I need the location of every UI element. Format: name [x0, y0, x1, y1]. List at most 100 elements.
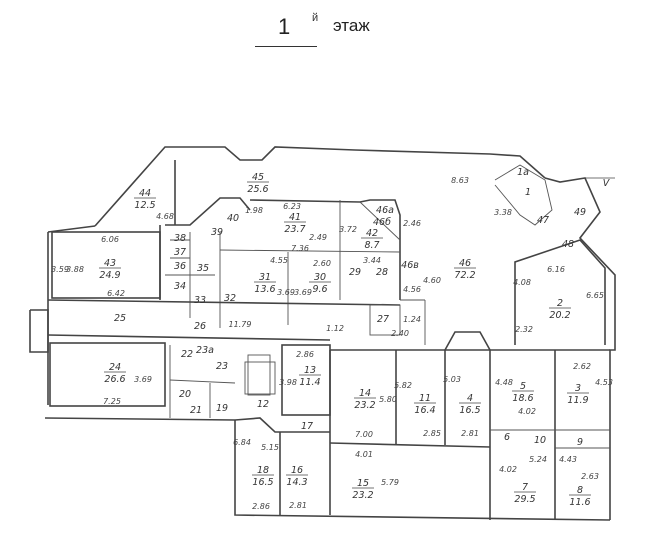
- dimension-label: 7.25: [103, 397, 121, 406]
- dimension-label: 7.00: [355, 430, 373, 439]
- room-number: 46б: [373, 217, 391, 228]
- room-21: 21: [190, 405, 202, 416]
- room-number: 14: [359, 388, 371, 399]
- room-23а: 23а: [196, 345, 214, 356]
- room-17: 17: [301, 421, 313, 432]
- room-29: 29: [349, 267, 361, 278]
- dimension-label: 3.98: [279, 378, 297, 387]
- dimension-label: 3.88: [66, 265, 84, 274]
- room-number: 15: [357, 478, 369, 489]
- room-2: 220.2: [549, 298, 571, 321]
- dimension-label: 1.98: [245, 206, 263, 215]
- dimension-label: 2.85: [423, 429, 441, 438]
- dimension-label: 1.24: [403, 315, 421, 324]
- room-area: 9.6: [312, 284, 327, 295]
- room-area: 23.2: [352, 490, 373, 501]
- dimension-label: 3.69: [134, 375, 152, 384]
- room-number: 7: [522, 482, 528, 493]
- room-number: 38: [174, 233, 186, 244]
- room-area: 16.5: [459, 405, 480, 416]
- dimension-label: 7.36: [291, 244, 309, 253]
- room-area: 14.3: [286, 477, 307, 488]
- room-area: 26.6: [104, 374, 125, 385]
- room-46в: 46в: [401, 260, 419, 271]
- dimension-label: 3.59: [51, 265, 69, 274]
- dimension-label: 6.06: [101, 235, 119, 244]
- room-7: 729.5: [514, 482, 536, 505]
- room-10: 10: [534, 435, 546, 446]
- room-25: 25: [114, 313, 126, 324]
- dimension-label: 3.44: [363, 256, 381, 265]
- room-48: 48: [562, 239, 574, 250]
- dimension-label: 3.72: [339, 225, 357, 234]
- dimension-label: 3.69: [277, 288, 295, 297]
- room-number: 31: [259, 272, 271, 283]
- room-number: 39: [211, 227, 223, 238]
- dimension-label: 6.65: [586, 291, 604, 300]
- dimension-label: 5.15: [261, 443, 279, 452]
- dimension-label: 2.46: [403, 219, 421, 228]
- dimension-label: 2.81: [461, 429, 479, 438]
- dimension-label: 2.86: [296, 350, 314, 359]
- dimension-label: 4.43: [559, 455, 577, 464]
- room-20: 20: [179, 389, 191, 400]
- room-number: 41: [289, 212, 301, 223]
- room-number: 49: [574, 207, 586, 218]
- room-area: 11.9: [567, 395, 588, 406]
- room-28: 28: [376, 267, 388, 278]
- dimension-label: 5.24: [529, 455, 547, 464]
- room-number: 46в: [401, 260, 419, 271]
- room-8: 811.6: [569, 485, 591, 508]
- dimension-label: 3.38: [494, 208, 512, 217]
- room-number: 1: [525, 187, 531, 198]
- room-number: 20: [179, 389, 191, 400]
- room-number: 16: [291, 465, 303, 476]
- room-26: 26: [194, 321, 206, 332]
- room-32: 32: [224, 293, 236, 304]
- dimension-label: 3.69: [294, 288, 312, 297]
- room-3: 311.9: [567, 383, 589, 406]
- room-area: 18.6: [512, 393, 533, 404]
- room-number: 26: [194, 321, 206, 332]
- dimension-label: 2.62: [573, 362, 591, 371]
- room-36: 36: [174, 261, 186, 272]
- room-area: 13.6: [254, 284, 275, 295]
- room-number: 27: [377, 314, 389, 325]
- room-number: 47: [537, 215, 549, 226]
- room-35: 35: [197, 263, 209, 274]
- room-22: 22: [181, 349, 193, 360]
- floor-number: 1: [278, 14, 291, 39]
- room-number: 17: [301, 421, 313, 432]
- room-area: 12.5: [134, 200, 155, 211]
- room-number: 46а: [376, 205, 394, 216]
- dimension-label: 1.12: [326, 324, 344, 333]
- dimension-label: 2.40: [391, 329, 409, 338]
- room-number: 30: [314, 272, 326, 283]
- dimension-label: 4.55: [270, 256, 288, 265]
- dimension-label: 2.81: [289, 501, 307, 510]
- dimension-label: 5.82: [394, 381, 412, 390]
- dimension-label: 4.53: [595, 378, 613, 387]
- dimension-label: 5.79: [381, 478, 399, 487]
- room-number: 18: [257, 465, 269, 476]
- room-number: 34: [174, 281, 186, 292]
- room-area: 23.2: [354, 400, 375, 411]
- room-number: 35: [197, 263, 209, 274]
- floor-number-suffix: й: [312, 12, 319, 24]
- room-number: 8: [577, 485, 583, 496]
- walls: [29, 146, 616, 521]
- room-number: 4: [467, 393, 473, 404]
- room-number: 36: [174, 261, 186, 272]
- room-number: 22: [181, 349, 193, 360]
